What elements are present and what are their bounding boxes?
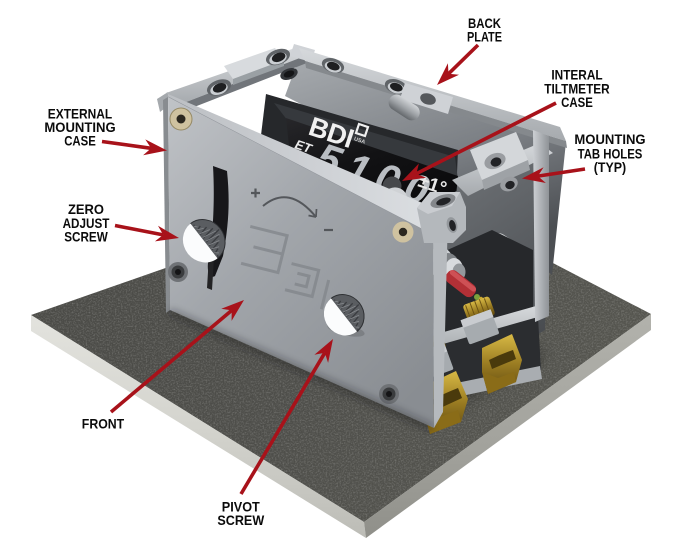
svg-text:BACK: BACK <box>468 16 501 31</box>
svg-text:MOUNTING: MOUNTING <box>574 132 645 147</box>
svg-text:ADJUST: ADJUST <box>63 216 110 231</box>
svg-text:ZERO: ZERO <box>68 202 104 217</box>
svg-text:CASE: CASE <box>64 134 96 149</box>
svg-text:EXTERNAL: EXTERNAL <box>48 107 112 122</box>
svg-text:FRONT: FRONT <box>82 416 125 431</box>
svg-text:CASE: CASE <box>561 95 593 110</box>
svg-text:INTERAL: INTERAL <box>551 68 602 83</box>
svg-text:PIVOT: PIVOT <box>222 500 261 515</box>
svg-text:SCREW: SCREW <box>64 230 108 245</box>
svg-text:(TYP): (TYP) <box>594 160 626 175</box>
svg-text:USA: USA <box>353 136 366 145</box>
svg-text:MOUNTING: MOUNTING <box>44 120 115 135</box>
svg-text:PLATE: PLATE <box>467 29 502 44</box>
svg-text:TILTMETER: TILTMETER <box>544 82 609 97</box>
svg-text:TAB HOLES: TAB HOLES <box>578 147 643 162</box>
svg-text:SCREW: SCREW <box>217 513 265 528</box>
